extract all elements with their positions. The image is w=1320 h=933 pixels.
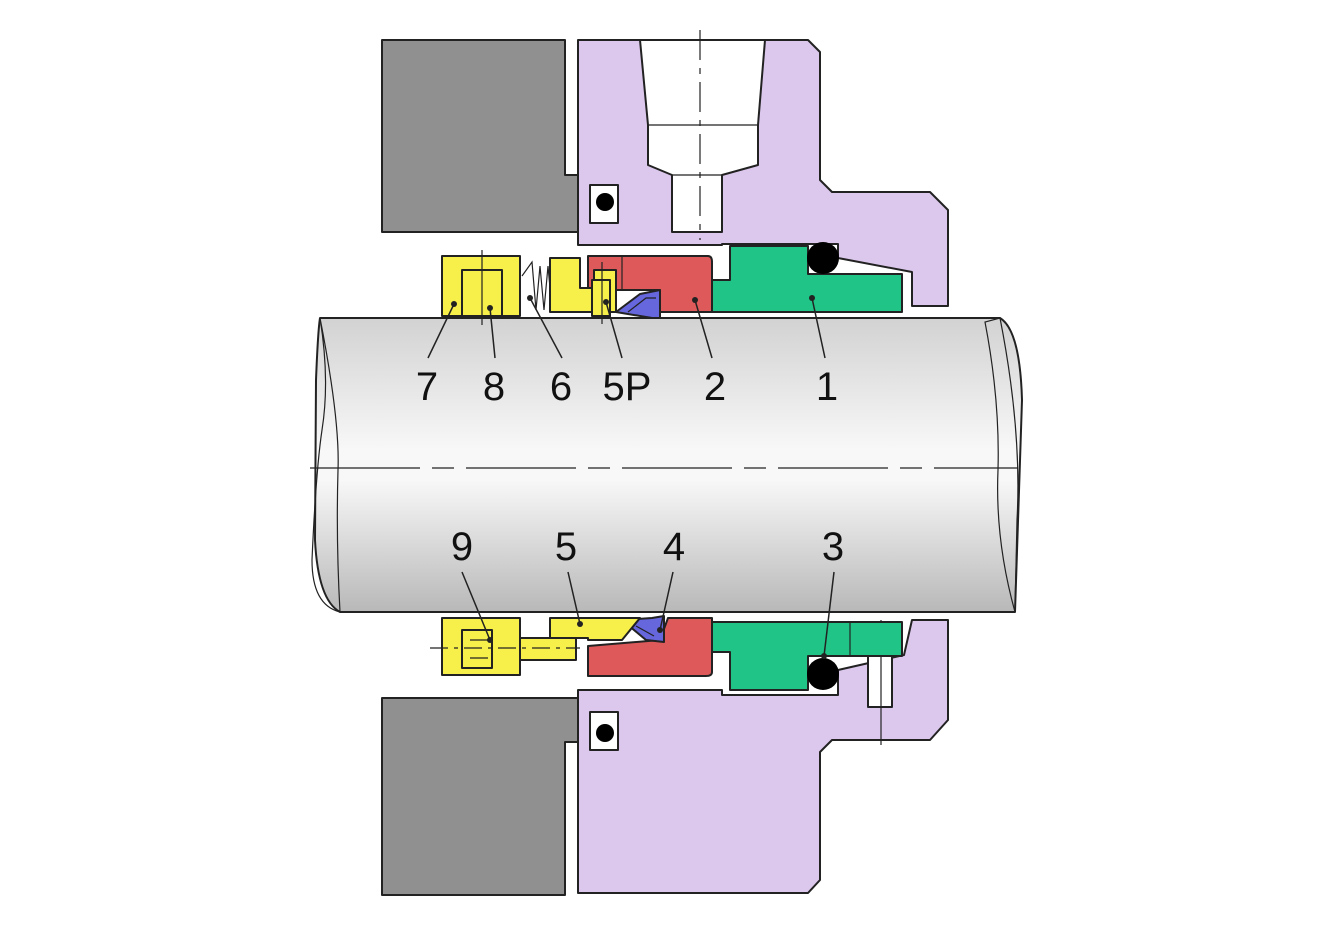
shaft: [314, 317, 1023, 613]
leader-5: [567, 571, 581, 625]
label-8: 8: [483, 365, 505, 409]
shaft-break-left: [311, 317, 341, 613]
label-2: 2: [704, 365, 726, 409]
stationary-seat-upper: [711, 245, 903, 313]
rotating-face-lower: [587, 617, 713, 677]
label-6: 6: [550, 365, 572, 409]
drive-sleeve-lower: [549, 617, 641, 641]
housing-oring-lower: [596, 724, 614, 742]
label-9: 9: [451, 525, 473, 569]
drive-pin-5p: [591, 279, 611, 317]
label-1: 1: [816, 365, 838, 409]
housing-oring-upper: [596, 193, 614, 211]
label-3: 3: [822, 525, 844, 569]
leader-4: [659, 571, 674, 631]
label-4: 4: [663, 525, 685, 569]
flush-port: [639, 39, 766, 233]
gland-lower: [577, 619, 949, 894]
rotating-face-upper: [587, 255, 713, 313]
housing-lower: [381, 697, 591, 896]
leader-3: [823, 571, 835, 657]
leader-1: [811, 297, 826, 359]
label-7: 7: [416, 365, 438, 409]
leader-2: [694, 299, 713, 359]
leader-7: [427, 303, 455, 359]
leader-9: [461, 571, 491, 641]
leader-5p: [605, 301, 623, 359]
seat-oring-upper: [807, 242, 839, 274]
housing-upper: [381, 39, 591, 233]
stationary-seat-lower: [711, 621, 903, 691]
screw-shank: [519, 637, 577, 661]
seat-oring-lower: [807, 658, 839, 690]
shaft-break-right: [984, 317, 1019, 613]
label-5p: 5P: [603, 365, 652, 409]
leader-6: [529, 297, 563, 359]
label-5: 5: [555, 525, 577, 569]
leader-8: [489, 307, 496, 359]
